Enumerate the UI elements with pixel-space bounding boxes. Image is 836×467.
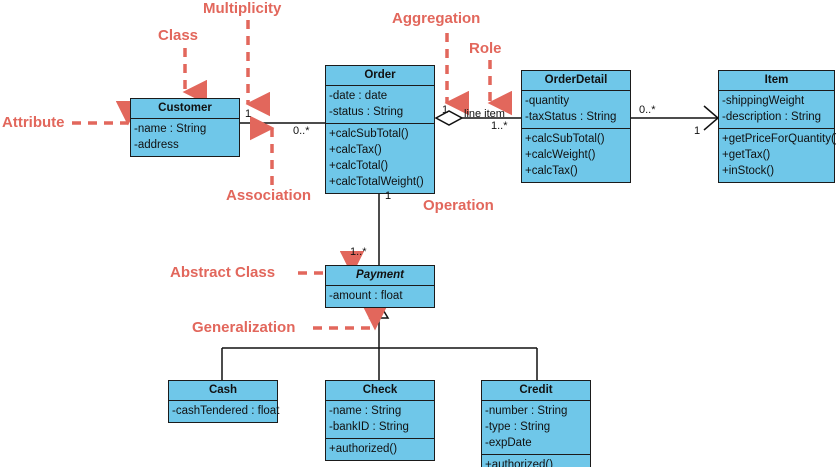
class-name-payment: Payment bbox=[326, 266, 434, 286]
operation-item: +calcTotalWeight() bbox=[329, 176, 424, 188]
attribute-compartment-customer: -name : String -address bbox=[131, 119, 239, 156]
attribute-compartment-order: -date : date -status : String bbox=[326, 86, 434, 123]
attribute-compartment-check: -name : String -bankID : String bbox=[326, 401, 434, 438]
class-name-credit: Credit bbox=[482, 381, 590, 401]
attribute-item: -shippingWeight bbox=[722, 95, 805, 107]
annotation-label-attribute: Attribute bbox=[2, 114, 65, 131]
multiplicity-order-orderdetail-left: 1 bbox=[442, 104, 449, 116]
attribute-item: -name : String bbox=[134, 123, 207, 135]
aggregation-diamond bbox=[434, 110, 464, 126]
annotation-label-generalization: Generalization bbox=[192, 319, 296, 336]
annotation-label-abstract-class: Abstract Class bbox=[170, 264, 276, 281]
attribute-item: -number : String bbox=[485, 405, 568, 417]
multiplicity-orderdetail-item-right: 1 bbox=[694, 125, 701, 137]
class-box-check[interactable]: Check -name : String -bankID : String +a… bbox=[325, 380, 435, 461]
class-name-order: Order bbox=[326, 66, 434, 86]
annotation-label-aggregation: Aggregation bbox=[392, 10, 481, 27]
attribute-compartment-payment: -amount : float bbox=[326, 286, 434, 307]
operation-item: +inStock() bbox=[722, 165, 775, 177]
annotation-label-multiplicity: Multiplicity bbox=[203, 0, 282, 17]
multiplicity-order-orderdetail-right: 1..* bbox=[491, 120, 508, 132]
operation-compartment-credit: +authorized() bbox=[482, 454, 590, 467]
annotation-label-operation: Operation bbox=[423, 197, 494, 214]
attribute-item: -type : String bbox=[485, 421, 551, 433]
operation-item: +authorized() bbox=[329, 443, 398, 455]
attribute-item: -status : String bbox=[329, 106, 404, 118]
multiplicity-order-payment-bottom: 1..* bbox=[350, 246, 367, 258]
open-arrowhead-item bbox=[703, 105, 720, 131]
attribute-item: -address bbox=[134, 139, 179, 151]
operation-item: +authorized() bbox=[485, 459, 554, 467]
multiplicity-order-payment-top: 1 bbox=[385, 190, 392, 202]
multiplicity-customer-order-left: 1 bbox=[245, 108, 252, 120]
operation-item: +calcSubTotal() bbox=[329, 128, 409, 140]
class-name-customer: Customer bbox=[131, 99, 239, 119]
attribute-item: -amount : float bbox=[329, 290, 403, 302]
attribute-item: -taxStatus : String bbox=[525, 111, 617, 123]
annotation-label-association: Association bbox=[226, 187, 312, 204]
class-box-order[interactable]: Order -date : date -status : String +cal… bbox=[325, 65, 435, 194]
operation-item: +calcSubTotal() bbox=[525, 133, 605, 145]
annotation-label-role: Role bbox=[469, 40, 502, 57]
operation-item: +calcTotal() bbox=[329, 160, 389, 172]
attribute-compartment-cash: -cashTendered : float bbox=[169, 401, 280, 422]
class-box-credit[interactable]: Credit -number : String -type : String -… bbox=[481, 380, 591, 467]
operation-compartment-item: +getPriceForQuantity() +getTax() +inStoc… bbox=[719, 128, 836, 182]
operation-item: +calcTax() bbox=[525, 165, 578, 177]
class-name-cash: Cash bbox=[169, 381, 277, 401]
operation-item: +calcWeight() bbox=[525, 149, 596, 161]
attribute-compartment-credit: -number : String -type : String -expDate bbox=[482, 401, 590, 454]
attribute-item: -cashTendered : float bbox=[172, 405, 280, 417]
attribute-item: -bankID : String bbox=[329, 421, 409, 433]
class-box-cash[interactable]: Cash -cashTendered : float bbox=[168, 380, 280, 423]
role-label-line-item: line item bbox=[464, 108, 505, 120]
operation-compartment-check: +authorized() bbox=[326, 438, 434, 460]
operation-compartment-orderdetail: +calcSubTotal() +calcWeight() +calcTax() bbox=[522, 128, 630, 182]
operation-item: +getTax() bbox=[722, 149, 771, 161]
attribute-item: -description : String bbox=[722, 111, 822, 123]
class-name-orderdetail: OrderDetail bbox=[522, 71, 630, 91]
class-box-item[interactable]: Item -shippingWeight -description : Stri… bbox=[718, 70, 836, 183]
attribute-compartment-item: -shippingWeight -description : String bbox=[719, 91, 834, 128]
attribute-item: -expDate bbox=[485, 437, 532, 449]
class-name-item: Item bbox=[719, 71, 834, 91]
operation-item: +calcTax() bbox=[329, 144, 382, 156]
class-box-payment[interactable]: Payment -amount : float bbox=[325, 265, 435, 308]
operation-item: +getPriceForQuantity() bbox=[722, 133, 836, 145]
multiplicity-orderdetail-item-left: 0..* bbox=[639, 104, 656, 116]
operation-compartment-order: +calcSubTotal() +calcTax() +calcTotal() … bbox=[326, 123, 434, 193]
attribute-item: -name : String bbox=[329, 405, 402, 417]
multiplicity-customer-order-right: 0..* bbox=[293, 125, 310, 137]
attribute-compartment-orderdetail: -quantity -taxStatus : String bbox=[522, 91, 630, 128]
class-box-orderdetail[interactable]: OrderDetail -quantity -taxStatus : Strin… bbox=[521, 70, 631, 183]
attribute-item: -date : date bbox=[329, 90, 388, 102]
class-name-check: Check bbox=[326, 381, 434, 401]
class-box-customer[interactable]: Customer -name : String -address bbox=[130, 98, 240, 157]
attribute-item: -quantity bbox=[525, 95, 570, 107]
annotation-label-class: Class bbox=[158, 27, 199, 44]
